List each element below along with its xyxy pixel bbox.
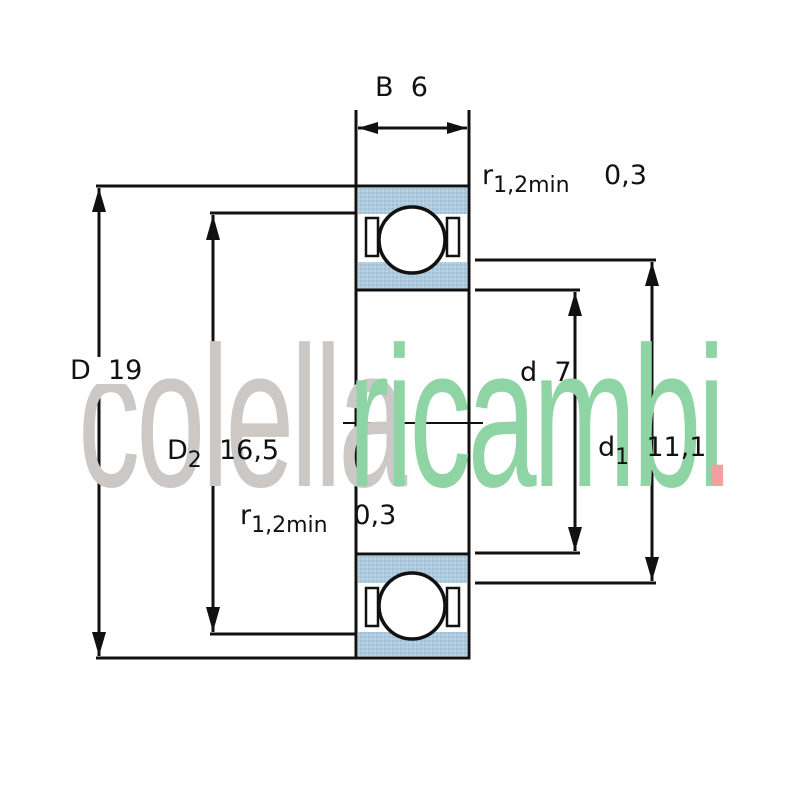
- dimension-d-outer: [92, 184, 355, 660]
- watermark-dot: .: [700, 306, 734, 529]
- label-d2-subscript: 2: [187, 448, 202, 473]
- label-d-bore-symbol: d: [520, 357, 538, 388]
- label-r-top-value: 0,3: [603, 160, 647, 191]
- label-d1: d1 11,1: [598, 432, 707, 469]
- label-r-top-symbol: r: [482, 160, 494, 191]
- label-b-value: 6: [410, 72, 428, 103]
- label-d-outer-symbol: D: [70, 355, 91, 386]
- label-d-bore-value: 7: [554, 357, 572, 388]
- dimension-d-bore: [475, 288, 582, 555]
- label-d1-value: 11,1: [646, 432, 707, 463]
- label-r-mid-subscript: 1,2min: [251, 513, 328, 538]
- label-d1-symbol: d: [598, 432, 616, 463]
- dimension-b: [354, 110, 471, 185]
- top-rolling-element: [356, 188, 469, 292]
- label-r-mid: r1,2min 0,3: [240, 500, 397, 537]
- label-d-outer: D 19: [70, 355, 143, 386]
- label-d1-subscript: 1: [615, 445, 630, 470]
- label-d2-symbol: D: [167, 435, 188, 466]
- label-d2: D2 16,5: [167, 435, 280, 472]
- label-d2-value: 16,5: [218, 435, 280, 466]
- label-b-symbol: B: [375, 72, 394, 103]
- label-r-mid-symbol: r: [240, 500, 252, 531]
- bottom-rolling-element: [356, 552, 469, 656]
- label-d-bore: d 7: [520, 359, 572, 386]
- label-r-mid-value: 0,3: [353, 500, 397, 531]
- watermark-colella: colella: [78, 306, 407, 529]
- watermark-ricambi: ricambi: [348, 306, 725, 529]
- label-b: B 6: [375, 74, 428, 101]
- label-r-top: r1,2min 0,3: [482, 160, 647, 197]
- dimension-d2: [206, 211, 355, 636]
- label-r-top-subscript: 1,2min: [493, 173, 570, 198]
- label-d-outer-value: 19: [107, 355, 143, 386]
- dimension-d1: [475, 258, 659, 585]
- bearing-section: [343, 184, 483, 660]
